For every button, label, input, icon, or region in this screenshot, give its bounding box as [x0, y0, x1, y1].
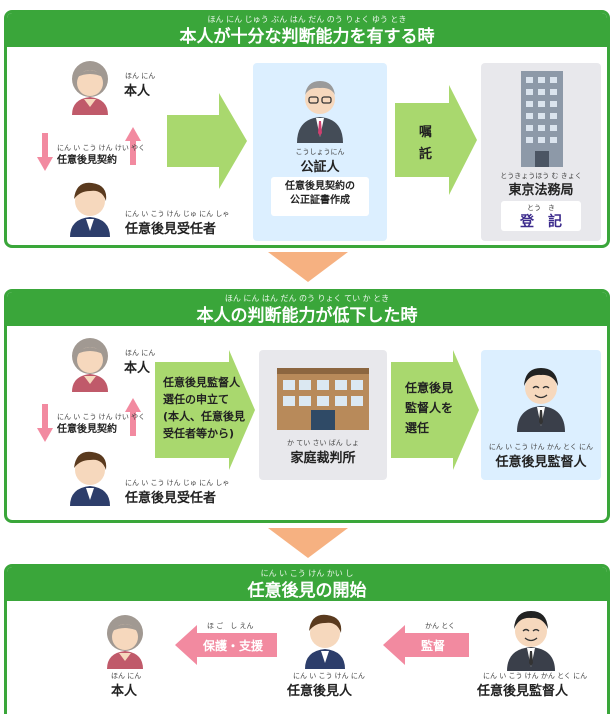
- application-line-4: 受任者等から): [163, 427, 235, 440]
- green-arrow-appoint: [391, 350, 479, 474]
- section-3-panel: にん い こう けん かい し 任意後見の開始 ほん にん 本人 ほ ご し え…: [4, 564, 610, 714]
- contract-ruby-1: にん い こう けん けい やく: [57, 144, 146, 152]
- section-2-title: 本人の判断能力が低下した時: [196, 305, 418, 326]
- appoint-line-2: 監督人を: [405, 401, 454, 415]
- bureau-box: とうきょうほう む きょく 東京法務局 とう き 登 記: [481, 63, 601, 241]
- notary-doc-line-2: 公正証書作成: [290, 195, 350, 206]
- trustee-ruby-1: にん い こう けん じゅ にん しゃ: [125, 210, 230, 218]
- arrow-up-icon: [125, 127, 141, 169]
- supervise-ruby: かん とく: [425, 622, 456, 630]
- green-arrow-application: [155, 350, 255, 474]
- section-1-panel: ほん にん じゅう ぶん はん だん のう りょく ゆう とき 本人が十分な判断…: [4, 10, 610, 248]
- notary-document-box: 任意後見契約の 公正証書作成: [271, 177, 369, 216]
- down-arrow-separator-1: [268, 252, 348, 286]
- notary-icon: [291, 73, 349, 147]
- guardian-ruby: にん い こう けん にん: [293, 672, 365, 680]
- courthouse-icon: [277, 368, 369, 434]
- trustee-label-1: 任意後見受任者: [125, 222, 217, 237]
- section-2-header: ほん にん はん だん のう りょく てい か とき 本人の判断能力が低下した時: [7, 292, 607, 326]
- appoint-line-3: 選任: [405, 421, 430, 435]
- elderly-woman-icon: [97, 609, 153, 673]
- pink-arrow-protect: [175, 625, 277, 669]
- trustee-ruby-2: にん い こう けん じゅ にん しゃ: [125, 479, 230, 487]
- section-2-panel: ほん にん はん だん のう りょく てい か とき 本人の判断能力が低下した時…: [4, 289, 610, 523]
- bureau-ruby: とうきょうほう む きょく: [500, 172, 582, 180]
- court-label: 家庭裁判所: [290, 451, 356, 466]
- pink-arrow-supervise: [383, 625, 469, 669]
- elderly-woman-icon: [62, 55, 118, 119]
- application-line-1: 任意後見監督人: [163, 376, 240, 389]
- young-man-icon: [62, 444, 118, 510]
- section-1-ruby: ほん にん じゅう ぶん はん だん のう りょく ゆう とき: [207, 15, 407, 24]
- honnin-label-1: 本人: [124, 84, 151, 99]
- request-char-2: 託: [419, 147, 433, 162]
- green-arrow-2: [395, 85, 477, 199]
- notary-box: こうしょうにん 公証人 任意後見契約の 公正証書作成: [253, 63, 387, 241]
- application-text: 任意後見監督人 選任の申立て (本人、任意後見 受任者等から): [163, 374, 245, 442]
- notary-ruby: こうしょうにん: [295, 148, 345, 156]
- court-ruby: か てい さい ばん しょ: [287, 439, 359, 447]
- section-1-header: ほん にん じゅう ぶん はん だん のう りょく ゆう とき 本人が十分な判断…: [7, 13, 607, 47]
- section-1-title: 本人が十分な判断能力を有する時: [179, 26, 435, 47]
- contract-label-2: 任意後見契約: [57, 424, 117, 435]
- honnin-ruby-1: ほん にん: [125, 72, 156, 80]
- green-arrow-1: [167, 93, 247, 193]
- request-char-1: 嘱: [419, 125, 433, 140]
- supervisor-ruby-3: にん い こう けん かん とく にん: [483, 672, 588, 680]
- supervise-label: 監督: [421, 639, 446, 653]
- arrow-up-icon: [125, 398, 141, 440]
- supervisor-ruby-2: にん い こう けん かん とく にん: [488, 443, 594, 451]
- court-box: か てい さい ばん しょ 家庭裁判所: [259, 350, 387, 480]
- honnin-ruby-2: ほん にん: [125, 349, 156, 357]
- building-icon: [517, 71, 567, 171]
- protect-ruby: ほ ご し えん: [207, 622, 254, 630]
- supervisor-box: にん い こう けん かん とく にん 任意後見監督人: [481, 350, 601, 480]
- down-arrow-separator-2: [268, 528, 348, 562]
- bureau-label: 東京法務局: [508, 183, 574, 198]
- arrow-down-icon: [37, 404, 53, 446]
- section-3-title: 任意後見の開始: [247, 580, 367, 601]
- section-3-ruby: にん い こう けん かい し: [260, 569, 354, 578]
- guardian-label: 任意後見人: [287, 684, 353, 699]
- supervisor-icon: [511, 360, 571, 436]
- notary-label: 公証人: [300, 160, 340, 175]
- young-man-icon: [297, 607, 353, 673]
- supervisor-label-3: 任意後見監督人: [477, 684, 569, 699]
- supervisor-icon: [501, 605, 561, 675]
- registration-box: とう き 登 記: [501, 201, 581, 231]
- arrow-down-icon: [37, 133, 53, 175]
- supervisor-label-2: 任意後見監督人: [495, 455, 587, 470]
- appoint-text: 任意後見 監督人を 選任: [405, 378, 453, 438]
- appoint-line-1: 任意後見: [405, 381, 454, 395]
- trustee-label-2: 任意後見受任者: [125, 491, 217, 506]
- honnin-label-3: 本人: [111, 684, 138, 699]
- elderly-woman-icon: [62, 332, 118, 396]
- contract-ruby-2: にん い こう けん けい やく: [57, 413, 146, 421]
- application-line-2: 選任の申立て: [163, 393, 229, 406]
- young-man-icon: [62, 175, 118, 241]
- registration-ruby: とう き: [527, 204, 555, 212]
- registration-label: 登 記: [520, 214, 562, 230]
- protect-label: 保護・支援: [203, 639, 264, 653]
- honnin-ruby-3: ほん にん: [111, 672, 142, 680]
- section-2-ruby: ほん にん はん だん のう りょく てい か とき: [224, 294, 390, 303]
- section-3-header: にん い こう けん かい し 任意後見の開始: [7, 567, 607, 601]
- application-line-3: (本人、任意後見: [163, 410, 246, 423]
- contract-label-1: 任意後見契約: [57, 155, 117, 166]
- notary-doc-line-1: 任意後見契約の: [285, 181, 355, 192]
- honnin-label-2: 本人: [124, 361, 151, 376]
